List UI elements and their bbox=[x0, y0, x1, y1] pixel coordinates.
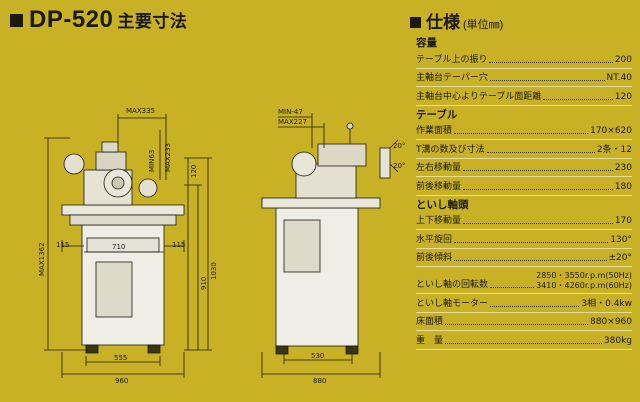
spec-row: 前後傾斜 ±20° bbox=[416, 249, 633, 267]
main-title: DP-520 主要寸法 bbox=[10, 6, 187, 34]
dot-leader bbox=[463, 188, 613, 190]
square-bullet-icon bbox=[10, 14, 23, 27]
dim-530: 530 bbox=[311, 352, 324, 360]
spec-row: 上下移動量 170 bbox=[416, 212, 632, 230]
spec-label: T溝の数及び寸法 bbox=[416, 144, 485, 155]
spec-value: NT.40 bbox=[606, 73, 632, 83]
spec-row: T溝の数及び寸法 2条・12 bbox=[416, 140, 632, 159]
dim-960: 960 bbox=[115, 377, 128, 385]
dim-710: 710 bbox=[112, 243, 125, 251]
spec-value: 2850・3550r.p.m(50Hz) 3410・4260r.p.m(60Hz… bbox=[536, 271, 632, 293]
dot-leader bbox=[490, 305, 580, 307]
spec-unit: (単位㎜) bbox=[463, 19, 504, 31]
spec-label: といし軸モーター bbox=[416, 298, 489, 309]
dim-115-left: 115 bbox=[56, 241, 69, 249]
spec-label: テーブル上の振り bbox=[416, 54, 488, 65]
spec-row: 作業面積 170×620 bbox=[416, 122, 632, 140]
spec-label: 前後移動量 bbox=[416, 181, 462, 192]
dot-leader bbox=[490, 287, 535, 288]
spec-row-speed: といし軸の回転数 2850・3550r.p.m(50Hz) 3410・4260r… bbox=[416, 267, 632, 294]
dim-max233: MAX233 bbox=[164, 143, 172, 172]
spec-value: 880×960 bbox=[590, 317, 632, 327]
dot-leader bbox=[454, 260, 607, 261]
dot-leader bbox=[463, 223, 613, 224]
dimension-drawing: MAX335 MIN63 MAX233 MAX1362 120 910 1030… bbox=[38, 107, 405, 385]
dim-910: 910 bbox=[200, 277, 208, 290]
spec-value: 380kg bbox=[603, 335, 632, 346]
speed-60hz: 3410・4260r.p.m(60Hz) bbox=[536, 281, 632, 290]
spec-label: 上下移動量 bbox=[416, 216, 462, 226]
dot-leader bbox=[454, 133, 589, 134]
spec-value: 200 bbox=[614, 54, 632, 65]
spec-title: 仕様 (単位㎜) bbox=[410, 8, 503, 33]
spec-label: 左右移動量 bbox=[416, 163, 462, 173]
dot-leader bbox=[486, 151, 595, 153]
dot-leader bbox=[445, 324, 589, 325]
spec-label: 水平旋回 bbox=[416, 234, 453, 245]
square-bullet-icon bbox=[410, 17, 421, 28]
spec-label: 重 量 bbox=[416, 335, 444, 346]
dot-leader bbox=[445, 342, 602, 344]
dim-max1362: MAX1362 bbox=[38, 243, 46, 276]
speed-50hz: 2850・3550r.p.m(50Hz) bbox=[536, 271, 632, 280]
spec-row: 主軸台テーパー穴 NT.40 bbox=[416, 69, 632, 87]
spec-label: 主軸台テーパー穴 bbox=[416, 73, 488, 83]
dot-leader bbox=[489, 80, 605, 81]
dim-120: 120 bbox=[190, 165, 198, 178]
spec-value: 3相・0.4kw bbox=[581, 298, 632, 309]
spec-label: 前後傾斜 bbox=[416, 253, 453, 263]
dim-115-right: 115 bbox=[172, 241, 185, 249]
dot-leader bbox=[454, 241, 609, 243]
spec-label: といし軸の回転数 bbox=[416, 280, 489, 290]
main-title-subtitle: 主要寸法 bbox=[117, 12, 188, 31]
spec-row: 主軸台中心よりテーブル面距離 120 bbox=[416, 87, 632, 106]
spec-value: 130° bbox=[610, 234, 632, 245]
section-capacity: 容量 bbox=[416, 37, 437, 49]
spec-row: 前後移動量 180 bbox=[416, 177, 632, 196]
spec-row: 床面積 880×960 bbox=[416, 313, 632, 331]
spec-value: 120 bbox=[614, 91, 632, 102]
model-name: DP-520 bbox=[29, 6, 114, 33]
spec-row: といし軸モーター 3相・0.4kw bbox=[416, 294, 632, 313]
dim-min63: MIN63 bbox=[148, 150, 156, 172]
spec-row: テーブル上の振り 200 bbox=[416, 50, 632, 69]
dim-angle-top: 20° bbox=[393, 142, 405, 150]
spec-label: 主軸台中心よりテーブル面距離 bbox=[416, 91, 542, 102]
spec-row: 重 量 380kg bbox=[416, 331, 632, 350]
dim-angle-bottom: 20° bbox=[393, 162, 405, 170]
spec-value: ±20° bbox=[608, 253, 633, 263]
spec-label: 作業面積 bbox=[416, 126, 453, 136]
spec-value: 170 bbox=[614, 216, 632, 226]
dim-1030: 1030 bbox=[210, 262, 218, 280]
dot-leader bbox=[463, 170, 613, 171]
spec-value: 180 bbox=[614, 181, 632, 192]
spec-value: 170×620 bbox=[590, 126, 632, 136]
spec-title-text: 仕様 bbox=[426, 13, 460, 32]
spec-table: 容量 テーブル上の振り 200 主軸台テーパー穴 NT.40 主軸台中心よりテーブル… bbox=[416, 34, 632, 350]
dim-880: 880 bbox=[313, 377, 326, 385]
spec-value: 2条・12 bbox=[596, 144, 632, 155]
spec-label: 床面積 bbox=[416, 317, 444, 327]
dim-555: 555 bbox=[114, 354, 127, 362]
dim-min47: MIN-47 bbox=[278, 108, 303, 116]
spec-row: 水平旋回 130° bbox=[416, 230, 632, 249]
dim-max227: MAX227 bbox=[278, 118, 307, 126]
dot-leader bbox=[489, 61, 613, 63]
dim-max335: MAX335 bbox=[126, 107, 155, 115]
spec-value: 230 bbox=[614, 163, 632, 173]
section-table: テーブル bbox=[416, 108, 458, 121]
dot-leader bbox=[543, 98, 613, 100]
spec-row: 左右移動量 230 bbox=[416, 159, 632, 177]
section-wheelhead: といし軸頭 bbox=[416, 198, 469, 211]
